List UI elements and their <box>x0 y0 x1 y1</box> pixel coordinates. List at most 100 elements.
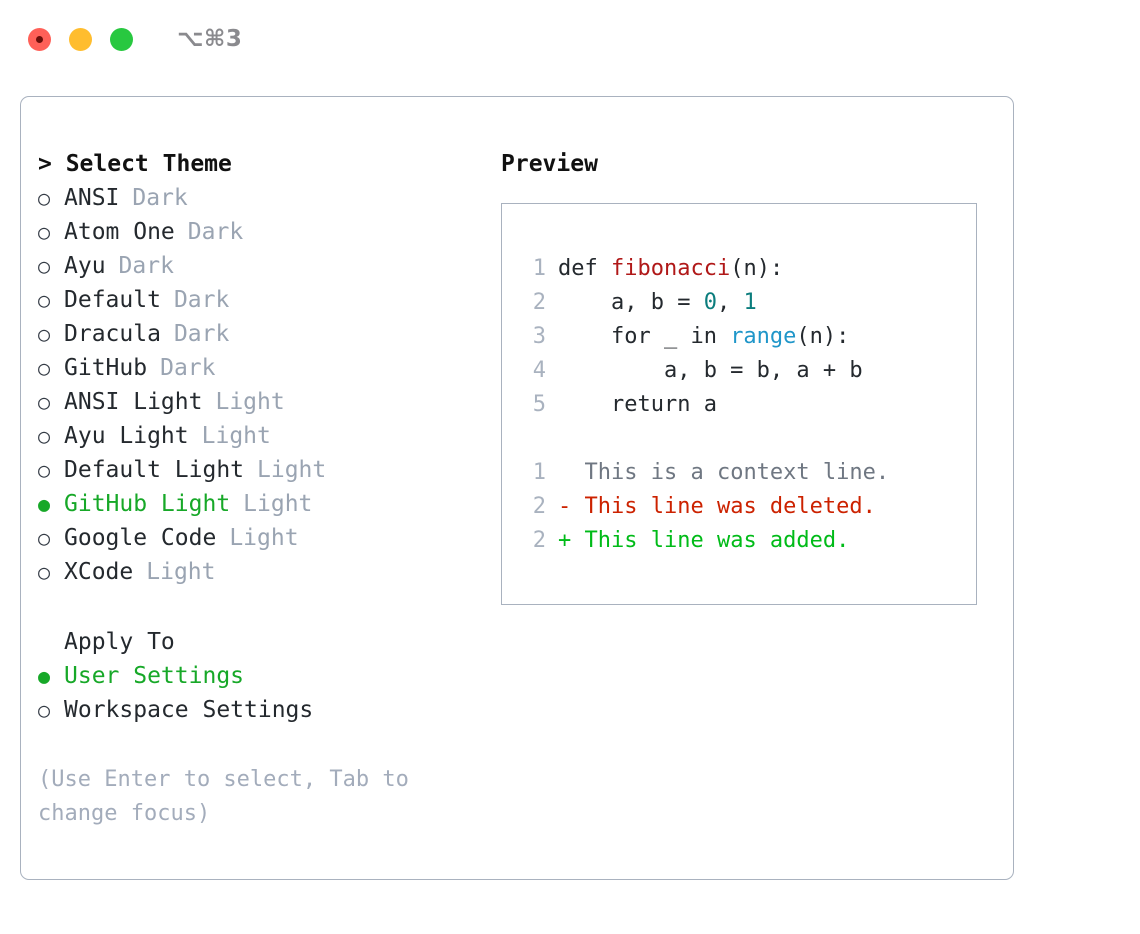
radio-unselected-icon: ○ <box>38 356 51 380</box>
theme-option-default[interactable]: ○ Default Dark <box>38 283 488 317</box>
code-token-plain: def <box>558 256 611 281</box>
line-number: 3 <box>532 324 546 349</box>
radio-unselected-icon: ○ <box>38 424 51 448</box>
theme-option-label: GitHub Light <box>64 491 231 517</box>
theme-option-dracula[interactable]: ○ Dracula Dark <box>38 317 488 351</box>
traffic-lights <box>28 27 133 51</box>
code-token-plain: a, b = <box>558 290 704 315</box>
diff-text: This line was deleted. <box>584 494 876 519</box>
zoom-button-icon[interactable] <box>110 27 133 51</box>
theme-option-kind: Dark <box>173 287 230 313</box>
theme-option-label: Dracula <box>64 321 161 347</box>
radio-unselected-icon: ○ <box>38 322 51 346</box>
theme-option-ayu[interactable]: ○ Ayu Dark <box>38 249 488 283</box>
theme-option-kind: Light <box>243 491 313 517</box>
diff-marker: + <box>558 528 585 553</box>
close-button-icon[interactable] <box>28 27 51 51</box>
apply-to-list: ● User Settings ○ Workspace Settings <box>38 659 488 727</box>
radio-unselected-icon: ○ <box>38 288 51 312</box>
diff-text: This is a context line. <box>584 460 890 485</box>
code-token-plain: (n): <box>796 324 850 349</box>
theme-option-kind: Dark <box>160 355 216 381</box>
radio-selected-icon: ● <box>38 664 51 688</box>
theme-option-kind: Light <box>229 525 299 551</box>
theme-option-ansi[interactable]: ○ ANSI Dark <box>38 181 488 215</box>
apply-to-option-workspace-settings[interactable]: ○ Workspace Settings <box>38 693 488 727</box>
radio-unselected-icon: ○ <box>38 560 51 584</box>
theme-option-label: Ayu <box>64 253 106 279</box>
radio-unselected-icon: ○ <box>38 698 51 722</box>
diff-marker: - <box>558 494 585 519</box>
code-token-num: 1 <box>743 290 757 315</box>
diff-sample: 1 This is a context line.2- This line wa… <box>520 456 976 558</box>
radio-selected-icon: ● <box>38 492 51 516</box>
code-token-plain: , <box>716 290 744 315</box>
radio-unselected-icon: ○ <box>38 390 51 414</box>
line-number: 5 <box>532 392 546 417</box>
line-number: 1 <box>532 460 546 485</box>
code-line: 5 return a <box>520 388 976 422</box>
theme-option-ansi-light[interactable]: ○ ANSI Light Light <box>38 385 488 419</box>
diff-line-added: 2+ This line was added. <box>520 524 976 558</box>
theme-option-atom-one[interactable]: ○ Atom One Dark <box>38 215 488 249</box>
apply-to-option-user-settings[interactable]: ● User Settings <box>38 659 488 693</box>
code-token-plain: (n): <box>730 256 784 281</box>
theme-option-kind: Dark <box>173 321 230 347</box>
theme-option-github[interactable]: ○ GitHub Dark <box>38 351 488 385</box>
theme-option-kind: Light <box>257 457 327 483</box>
code-line: 4 a, b = b, a + b <box>520 354 976 388</box>
diff-marker <box>558 456 585 490</box>
code-line: 3 for _ in range(n): <box>520 320 976 354</box>
code-diff-spacer <box>520 422 976 456</box>
code-token-plain: for _ in <box>558 324 731 349</box>
line-number: 4 <box>532 358 546 383</box>
radio-unselected-icon: ○ <box>38 458 51 482</box>
diff-line-deleted: 2- This line was deleted. <box>520 490 976 524</box>
code-token-num: 0 <box>703 290 717 315</box>
theme-option-kind: Dark <box>118 253 174 279</box>
preview-title: Preview <box>501 151 598 177</box>
theme-option-label: Default <box>64 287 161 313</box>
theme-option-label: Default Light <box>64 457 245 483</box>
theme-option-kind: Light <box>146 559 216 585</box>
apply-to-title: Apply To <box>64 629 175 655</box>
theme-option-kind: Dark <box>187 219 244 245</box>
line-number: 2 <box>532 494 546 519</box>
diff-text: This line was added. <box>584 528 850 553</box>
radio-unselected-icon: ○ <box>38 526 51 550</box>
apply-to-option-label: User Settings <box>64 663 245 689</box>
code-token-call: range <box>730 324 797 349</box>
theme-option-label: Atom One <box>64 219 175 245</box>
code-line: 2 a, b = 0, 1 <box>520 286 976 320</box>
theme-option-github-light[interactable]: ● GitHub Light Light <box>38 487 488 521</box>
line-number: 1 <box>532 256 546 281</box>
select-theme-header: > Select Theme <box>38 151 232 177</box>
radio-unselected-icon: ○ <box>38 220 51 244</box>
theme-option-label: ANSI Light <box>64 389 203 415</box>
diff-line-context: 1 This is a context line. <box>520 456 976 490</box>
radio-unselected-icon: ○ <box>38 186 51 210</box>
theme-option-kind: Light <box>215 389 285 415</box>
window-title: ⌥⌘3 <box>177 26 243 52</box>
apply-to-section: Apply To ● User Settings ○ Workspace Settin… <box>38 625 488 727</box>
theme-option-default-light[interactable]: ○ Default Light Light <box>38 453 488 487</box>
code-token-plain: a, b = b, a + b <box>558 358 863 383</box>
theme-option-label: GitHub <box>64 355 148 381</box>
theme-option-label: ANSI <box>64 185 120 211</box>
theme-option-kind: Dark <box>132 185 188 211</box>
radio-unselected-icon: ○ <box>38 254 51 278</box>
minimize-button-icon[interactable] <box>69 27 92 51</box>
code-token-plain: return a <box>558 392 717 417</box>
keyboard-hint: (Use Enter to select, Tab to change focu… <box>38 767 409 826</box>
apply-to-option-label: Workspace Settings <box>64 697 314 723</box>
